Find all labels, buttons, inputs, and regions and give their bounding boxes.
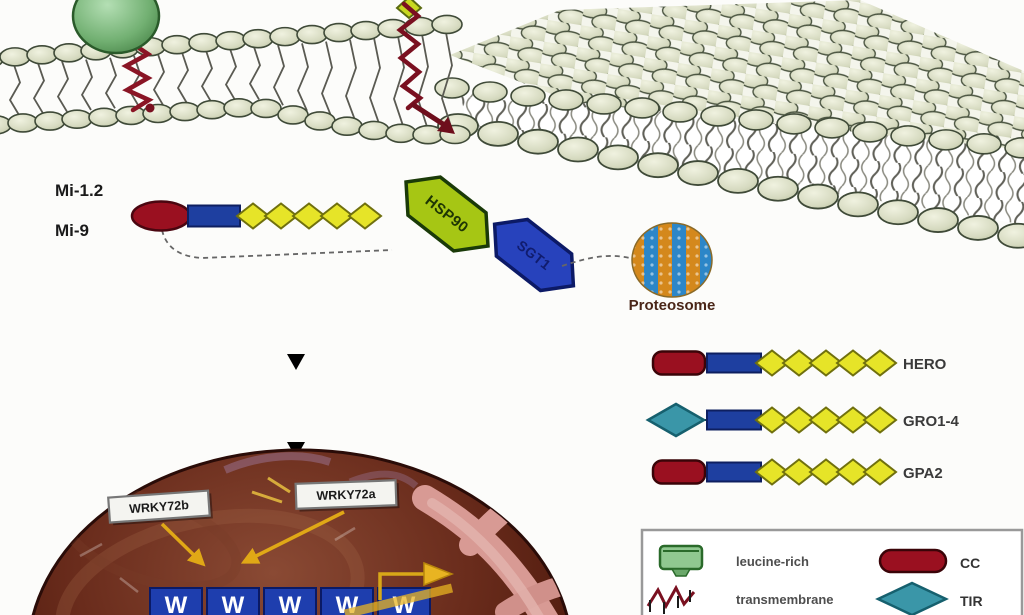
w-box: W [263,587,317,615]
wrky72b-binding-arrow [160,522,206,567]
transmembrane-icon [646,584,696,614]
cc-domain-icon [651,459,707,485]
nucleus: W W W W W [31,448,572,615]
transcription-arrow-head [423,561,455,587]
transmembrane-helix2-icon [396,1,424,111]
nb-domain-icon [706,461,762,483]
cc-label: CC [960,555,980,571]
gene-legend: HERO GRO1-4 GPA2 [645,349,960,486]
transcription-arrow-shaft [378,572,424,600]
tir-label: TIR [960,593,983,609]
proteosome-icon: Proteosome [629,222,716,314]
lrr-domain-icon [754,349,898,377]
proteosome-label: Proteosome [629,297,716,314]
lrr-domain-icon [754,406,898,434]
nb-domain-icon [706,409,762,431]
cc-key-icon [878,548,948,574]
wrky72a-label: WRKY72a [316,487,377,503]
w-box: W [206,587,260,615]
mi-9-label: Mi-9 [55,221,89,240]
lipid-tails [8,32,453,128]
elicitor-helix [395,0,455,134]
lrr-domain-icon [754,458,898,486]
helix-foot [145,103,155,113]
hero-label: HERO [903,356,947,373]
signal-arrow-shaft [410,101,448,129]
tir-key-icon [875,581,949,615]
membrane-slab [434,0,1024,249]
nb-domain-icon [187,204,241,228]
wrky72a-box: WRKY72a [294,479,400,512]
signaling-arrows [287,300,305,458]
gene-row-gro: GRO1-4 [645,402,960,438]
membrane-band [0,14,471,145]
lrr-domain-icon [235,202,383,230]
w-box: W [149,587,203,615]
association-dashed-line [161,229,393,259]
leucine-rich-icon [658,544,704,577]
svg-text:W: W [222,592,245,615]
leucine-rich-receptor-icon [71,0,161,55]
proteosome-dashed-line [561,255,635,267]
wrky72b-box: WRKY72b [107,489,213,526]
svg-text:W: W [165,592,188,615]
down-arrow-1-head [287,354,305,370]
legend-key-box: leucine-rich transmembrane CC TIR [640,528,1024,615]
wrky72b-label: WRKY72b [129,498,190,516]
hsp90-hexagon: HSP90 [404,175,490,253]
gene-row-hero: HERO [651,349,947,377]
sgt1-hexagon: SGT1 [492,217,576,293]
gpa2-label: GPA2 [903,465,943,482]
membrane-slab-heads [434,77,1024,249]
mi-1-2-label: Mi-1.2 [55,181,103,200]
cc-domain-icon [651,350,707,376]
cc-domain-icon [130,200,192,232]
leucine-rich-label: leucine-rich [736,554,809,569]
signal-arrow-head [437,117,455,134]
transmembrane-label: transmembrane [736,592,834,607]
transmembrane-helix-icon [121,39,154,113]
tir-domain-icon [645,402,707,438]
gene-row-gpa: GPA2 [651,458,943,486]
gro1-4-label: GRO1-4 [903,413,960,430]
wrky72a-binding-arrow [240,510,345,564]
lipid-heads [0,14,471,145]
mi-protein: Mi-1.2 Mi-9 [55,181,393,259]
nb-domain-icon [706,352,762,374]
receptor-complex [71,0,161,113]
svg-text:W: W [279,592,302,615]
